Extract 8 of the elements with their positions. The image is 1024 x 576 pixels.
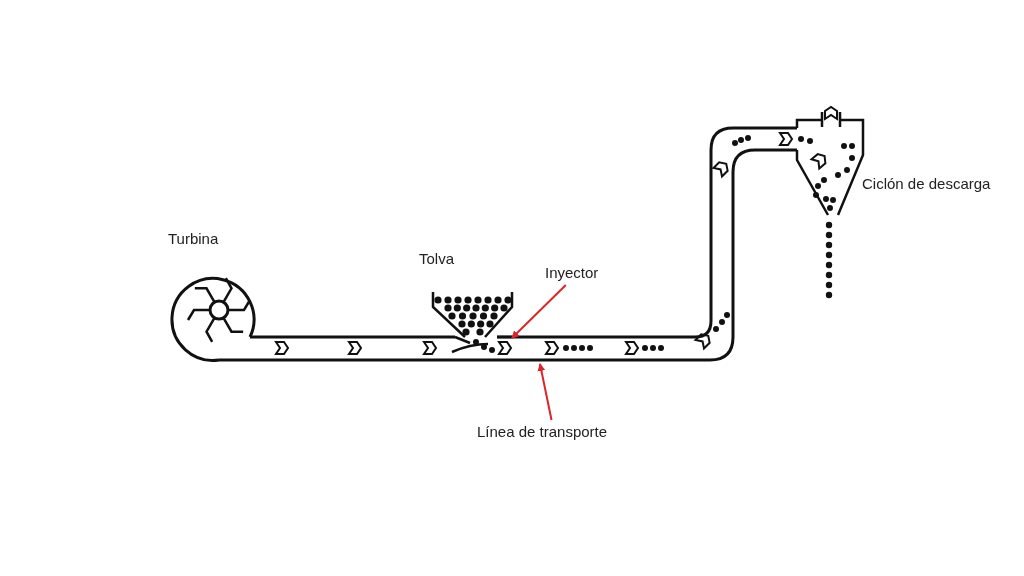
leader-arrow: [511, 284, 567, 339]
cyclone-label: Ciclón de descarga: [862, 175, 991, 193]
conveying-pipe: [219, 126, 799, 362]
fan-label: Turbina: [168, 230, 219, 248]
callout-label: Inyector: [545, 264, 599, 282]
leader-arrow: [537, 363, 553, 421]
callout-label: Línea de transporte: [477, 423, 608, 441]
hopper-label: Tolva: [419, 250, 455, 268]
